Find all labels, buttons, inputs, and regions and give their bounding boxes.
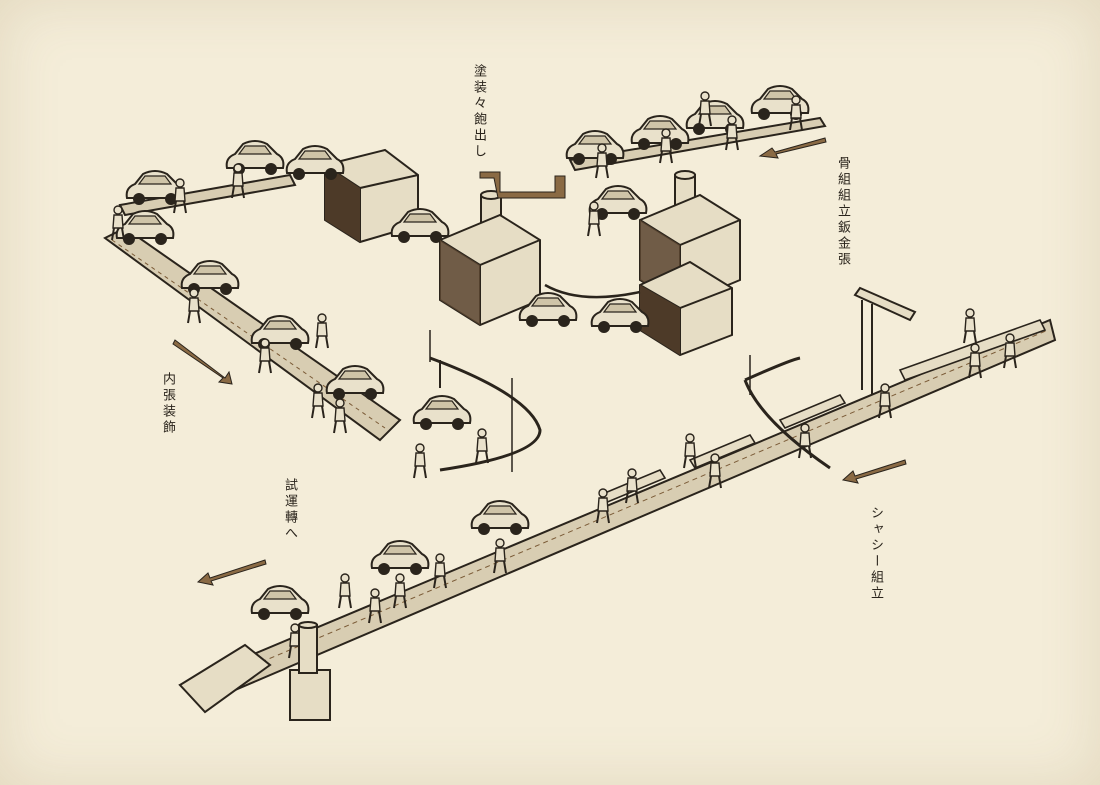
test-stand [289, 621, 331, 721]
paint-booth-large [324, 148, 419, 244]
flow-arrows [172, 137, 907, 586]
drying-oven-left [439, 190, 541, 326]
car-entering-booth [285, 145, 345, 181]
paint-booth-right [639, 260, 733, 357]
drying-oven-right [639, 170, 741, 306]
label-to-test-run: 試運轉へ [282, 478, 297, 542]
label-body-frame-assembly: 骨組組立鈑金張 [835, 156, 850, 268]
chassis-crane [743, 286, 917, 470]
label-chassis-assembly: シャシー組立 [868, 506, 883, 602]
center-hanger [412, 330, 542, 479]
label-interior-trim: 内張装飾 [160, 372, 175, 436]
overhead-rail-paint [544, 283, 641, 299]
chassis-conveyor [178, 318, 1057, 714]
label-paint-drying: 塗装々飽出し [471, 64, 486, 160]
